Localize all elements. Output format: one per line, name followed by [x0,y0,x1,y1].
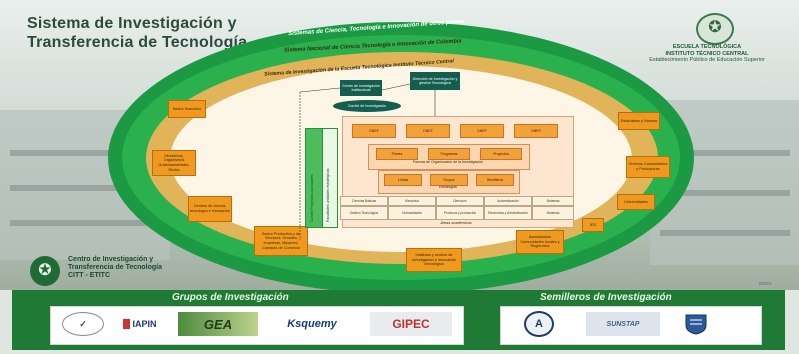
box-ministerios: Ministerios, Organismos Gubernamentales,… [152,150,196,176]
connector-line [381,83,411,91]
footer-bar: Grupos de Investigación Semilleros de In… [12,290,785,350]
area-cell: Humanidades [388,206,436,220]
organization-caption: Formas de Organización de la Investigaci… [412,160,484,164]
box-grupos: Grupos [430,174,468,186]
building-window-row [660,230,790,236]
building-window-row [10,150,160,156]
area-cell: Sistemas [532,206,574,220]
semillero-logo-a[interactable]: A [524,311,554,337]
connector-line [299,87,341,93]
citt-line-1: Centro de Investigación y [68,256,154,263]
iapin-mark-icon [123,319,131,329]
dnef-box: DNEF [352,124,396,138]
box-sector-financiero: Sector financiero [168,100,206,118]
group-logo-gipec[interactable]: GIPEC [370,312,452,336]
box-proyectos: Proyectos [480,148,522,160]
building-window-row [10,220,160,226]
citt-line-3: CITT - ETITC [68,272,110,279]
page-title: Sistema de Investigación y Transferencia… [27,14,247,52]
building-window-row [660,150,790,156]
citt-text: Centro de Investigación y Transferencia … [68,256,162,280]
institution-name: ESCUELA TECNOLÓGICA INSTITUTO TÉCNICO CE… [632,44,782,64]
areas-caption: Áreas académicas [440,221,472,225]
institution-line-1: ESCUELA TECNOLÓGICA [672,44,742,50]
box-planes: Planes [376,148,418,160]
group-logo-iapin[interactable]: IAPIN [110,312,170,336]
building-window-row [660,190,790,196]
group-logo-check-icon[interactable]: ✓ [62,312,104,336]
citt-block: ✪ Centro de Investigación y Transferenci… [28,253,228,291]
box-semilleros: Semilleros [476,174,514,186]
area-cell: Procesos y producción [436,206,484,220]
group-logo-ksquemy[interactable]: Ksquemy [287,318,337,330]
building-window-row [10,185,160,191]
box-lineas: Líneas [384,174,422,186]
dnef-box: DNEF [460,124,504,138]
box-universidades: Universidades [617,194,655,210]
vertical-bar-facultades [322,128,338,228]
box-centros: Centros de ciencia, tecnología e innovac… [188,196,232,222]
area-cell: Dirección [436,196,484,206]
dnef-box: DNEF [406,124,450,138]
title-line-1: Sistema de Investigación y [27,15,237,32]
area-cell: Electrónica y Administración [484,206,532,220]
citt-line-2: Transferencia de Tecnología [68,264,163,271]
box-centro-investigacion: Centro de Investigación Institucional [340,80,382,96]
institution-line-3: Establecimiento Público de Educación Sup… [649,57,765,63]
group-logo-iapin-text: IAPIN [132,319,157,329]
box-ies: IES [582,218,604,232]
page-number: 00021 [759,281,772,286]
group-logo-gea[interactable]: GEA [178,312,258,336]
area-cell: Gestión Tecnológica [340,206,388,220]
area-cell: Sistemas [532,196,574,206]
box-asociaciones: Asociaciones Comunidades locales y Regio… [516,230,564,254]
institution-seal-icon: ✪ [696,13,734,45]
box-gremios: Gremios Comunidades y Productores [626,156,670,178]
box-comite-investigacion: Comité de Investigación [333,100,401,112]
semilleros-heading: Semilleros de Investigación [540,292,672,303]
vertical-bar-comite-proyectos [305,128,323,228]
shield-icon [685,314,707,335]
title-line-2: Transferencia de Tecnología [27,34,248,51]
box-institutos: Institutos y centros de investigación e … [406,248,462,272]
box-estandares: Estándares y Normas [618,112,660,130]
area-cell: Mecánica [388,196,436,206]
citt-star-icon: ✪ [30,256,60,286]
semillero-logo-shield-icon[interactable] [676,312,716,336]
box-programas: Programas [428,148,470,160]
semillero-logo-sunstap[interactable]: SUNSTAP [586,312,660,336]
area-cell: Automatización [484,196,532,206]
dnef-box: DNEF [514,124,558,138]
box-direccion-investigacion: Dirección de Investigación y gestión Tec… [410,72,460,90]
strategy-caption: Estrategias [439,185,457,189]
area-cell: Ciencias Básicas [340,196,388,206]
groups-heading: Grupos de Investigación [172,292,289,303]
institution-line-2: INSTITUTO TÉCNICO CENTRAL [665,50,749,57]
box-sector-productivo: Sector Productivo y de Servicios: Grande… [254,226,308,256]
vertical-bar-label-2: Facultades unidades estratégicas [326,168,330,222]
vertical-bar-label-1: Comité Proyectos curriculares [310,174,314,222]
